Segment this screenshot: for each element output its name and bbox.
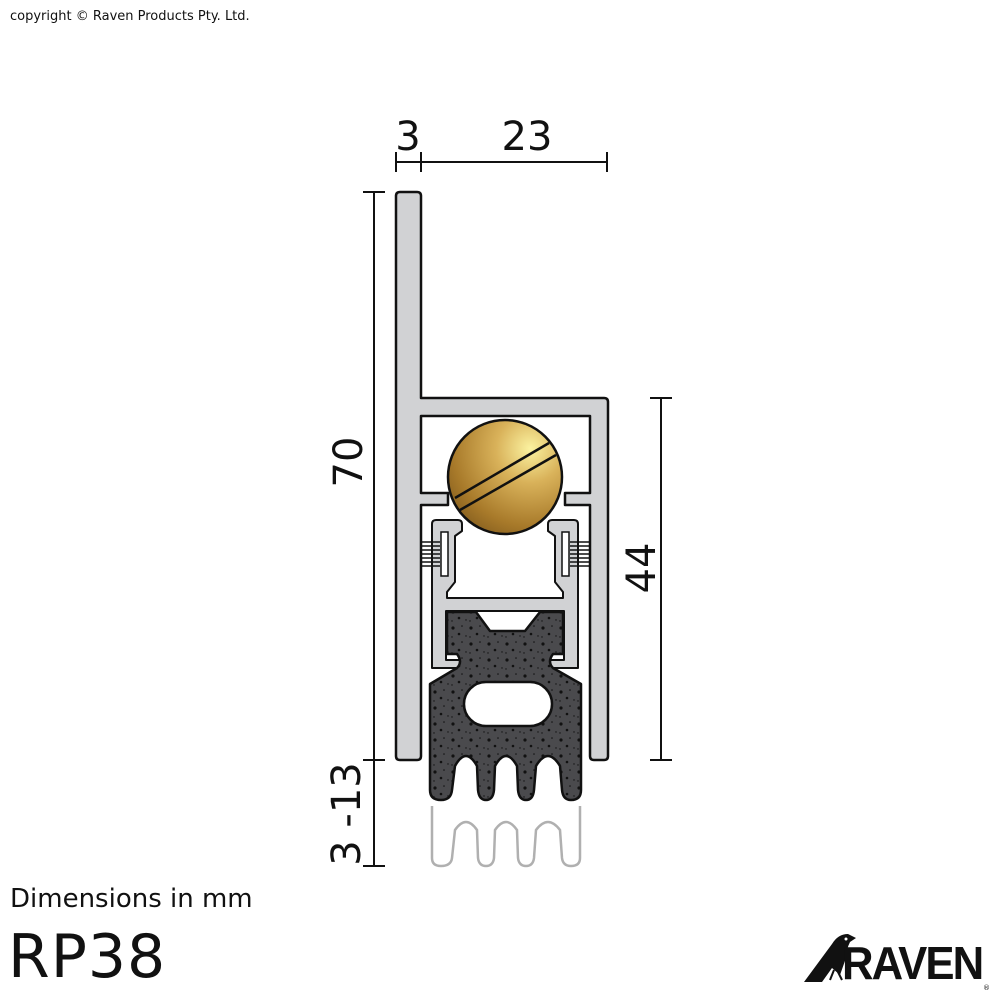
aluminium-profile xyxy=(394,190,610,762)
dim-body-width: 23 xyxy=(502,114,553,160)
brush-pile-right xyxy=(570,541,589,567)
registered-mark: ® xyxy=(983,984,990,992)
dim-seal-drop: 3 -13 xyxy=(324,762,370,866)
seal-hollow xyxy=(462,680,554,728)
extended-seal-outline xyxy=(430,806,582,868)
dimension-lines xyxy=(363,152,672,867)
copyright-notice: copyright © Raven Products Pty. Ltd. xyxy=(10,9,250,24)
adjustment-screw xyxy=(446,418,564,536)
brand-logo: RAVEN xyxy=(842,937,984,989)
raven-bird-logo-icon xyxy=(804,934,856,982)
units-note: Dimensions in mm xyxy=(10,884,253,914)
dim-flange-width: 3 xyxy=(395,114,420,160)
model-number: RP38 xyxy=(8,922,167,992)
carrier-slot-right xyxy=(561,531,570,577)
dim-overall-height: 70 xyxy=(326,437,372,488)
carrier-slot-left xyxy=(440,531,449,577)
dim-body-height: 44 xyxy=(619,543,665,594)
brush-pile-left xyxy=(422,541,440,567)
